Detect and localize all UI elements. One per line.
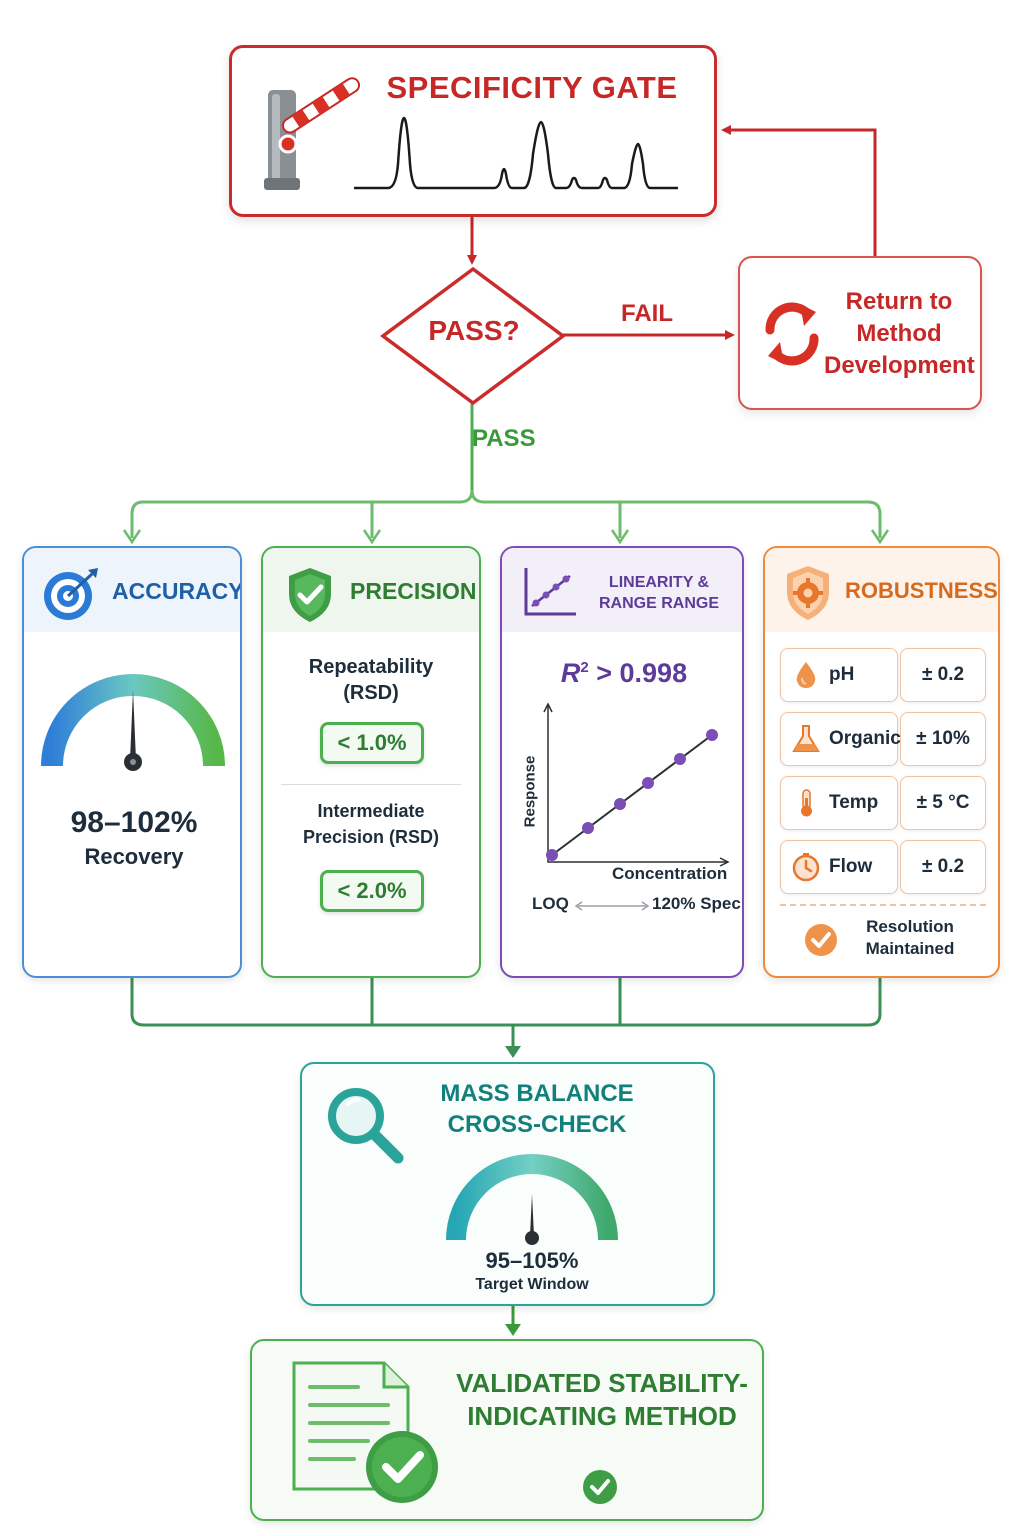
linearity-title: LINEARITY & RANGE RANGE — [598, 574, 719, 612]
validated-method-title: VALIDATED STABILITY-INDICATING METHOD — [456, 1368, 748, 1431]
mass-balance-box: MASS BALANCE CROSS-CHECK 95–105% Target … — [300, 1062, 715, 1306]
branch-lines — [130, 489, 882, 538]
robustness-value: ± 10% — [900, 712, 986, 766]
shield-gear-icon — [787, 566, 829, 620]
chromatogram-icon — [354, 116, 678, 190]
r-squared-value: R2 > 0.998 — [560, 658, 688, 688]
clock-icon — [792, 853, 820, 882]
robustness-row: Temp ± 5 °C — [780, 776, 986, 830]
robustness-row: Flow ± 0.2 — [780, 840, 986, 894]
linearity-range-card: LINEARITY & RANGE RANGE R2 > 0.998 Respo… — [500, 546, 744, 978]
validated-document-icon — [292, 1361, 438, 1503]
decision-question: PASS? — [428, 315, 520, 346]
return-box-text: Return to Method Development — [824, 288, 975, 379]
specificity-gate-box: SPECIFICITY GATE — [229, 45, 717, 217]
range-high-label: 120% Spec — [652, 894, 741, 913]
resolution-maintained-label: Resolution Maintained — [865, 917, 955, 958]
target-icon — [44, 568, 98, 620]
repeatability-label: Repeatability (RSD) — [308, 656, 434, 704]
converge-lines — [130, 978, 882, 1052]
magnifier-icon — [328, 1088, 404, 1164]
robustness-value: ± 0.2 — [900, 840, 986, 894]
precision-title: PRECISION — [350, 578, 477, 604]
shield-check-icon — [289, 568, 331, 622]
arrow-return-loop — [721, 125, 877, 256]
intermediate-precision-value: < 2.0% — [320, 870, 424, 912]
check-badge-icon — [583, 1470, 617, 1504]
specificity-gate-title: SPECIFICITY GATE — [386, 70, 678, 105]
intermediate-precision-label: Intermediate Precision (RSD) — [302, 801, 440, 847]
mass-balance-title: MASS BALANCE CROSS-CHECK — [440, 1080, 634, 1138]
flask-icon — [792, 725, 820, 752]
robustness-title: ROBUSTNESS — [845, 578, 998, 603]
robustness-value: ± 0.2 — [900, 648, 986, 702]
fail-label: FAIL — [621, 300, 673, 327]
droplet-icon — [796, 662, 816, 688]
robustness-param: Flow — [829, 856, 873, 877]
robustness-value: ± 5 °C — [900, 776, 986, 830]
return-to-method-development-box: Return to Method Development — [738, 256, 982, 410]
barrier-gate-icon — [264, 77, 361, 190]
accuracy-title: ACCURACY — [112, 578, 242, 604]
accuracy-sub: Recovery — [84, 844, 184, 869]
range-low-label: LOQ — [532, 894, 569, 913]
linearity-card-header — [502, 548, 742, 632]
linear-trend-icon — [524, 568, 576, 616]
robustness-row: pH ± 0.2 — [780, 648, 986, 702]
robustness-card: ROBUSTNESS pH ± 0.2 Organic ± 10% Temp ±… — [763, 546, 1000, 978]
robustness-param: Organic — [829, 728, 901, 749]
mass-balance-gauge — [446, 1154, 618, 1245]
validated-method-box: VALIDATED STABILITY-INDICATING METHOD — [250, 1339, 764, 1521]
range-arrow — [574, 901, 650, 911]
repeatability-value: < 1.0% — [320, 722, 424, 764]
x-axis-label: Concentration — [612, 864, 728, 883]
accuracy-value: 98–102% — [70, 806, 198, 839]
robustness-row: Organic ± 10% — [780, 712, 986, 766]
robustness-param: Temp — [829, 792, 879, 813]
robustness-param: pH — [829, 664, 855, 685]
mass-balance-value: 95–105% — [485, 1248, 579, 1273]
robustness-divider — [780, 904, 986, 906]
check-circle-icon — [805, 924, 837, 956]
mass-balance-sub: Target Window — [475, 1276, 589, 1293]
linearity-plot — [543, 702, 730, 867]
y-axis-label: Response — [521, 755, 539, 828]
accuracy-gauge — [41, 674, 225, 771]
precision-divider — [281, 784, 461, 785]
accuracy-card: ACCURACY 98–102% Recovery — [22, 546, 242, 978]
precision-card: PRECISION Repeatability (RSD) < 1.0% Int… — [261, 546, 481, 978]
refresh-cycle-icon — [765, 302, 819, 366]
pass-label: PASS — [472, 425, 536, 452]
thermometer-icon — [801, 789, 812, 817]
